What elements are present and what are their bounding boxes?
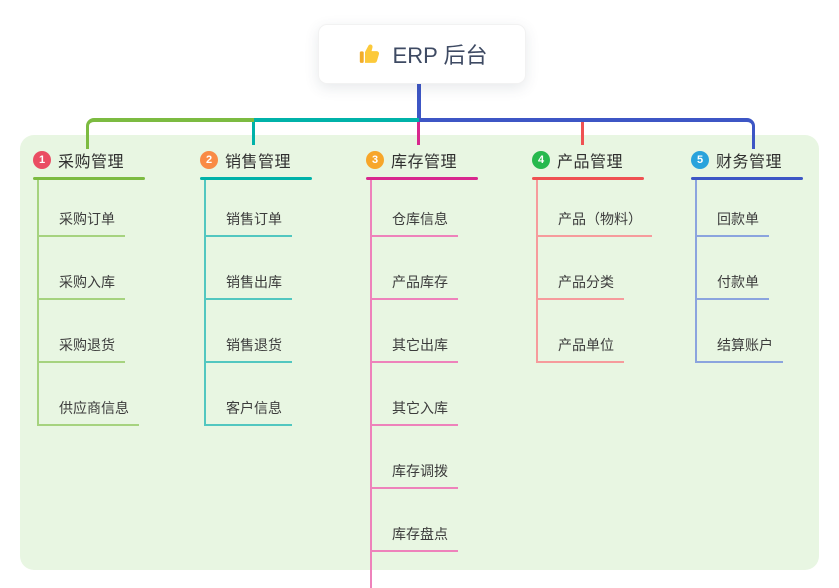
branch-node[interactable]: 1 采购管理 (33, 150, 193, 171)
branch-node[interactable]: 3 库存管理 (366, 150, 526, 171)
child-node[interactable]: 库存盘点 (372, 489, 458, 552)
thumbs-up-icon (357, 41, 383, 67)
child-node[interactable]: 其它入库 (372, 363, 458, 426)
branch-node[interactable]: 5 财务管理 (691, 150, 839, 171)
branch-children: 回款单付款单结算账户 (695, 180, 783, 363)
child-node[interactable]: 付款单 (697, 237, 769, 300)
child-node[interactable]: 库存调拨 (372, 426, 458, 489)
child-node[interactable]: 产品（物料） (538, 180, 652, 237)
child-node[interactable]: 产品分类 (538, 237, 624, 300)
branch-number-badge: 5 (691, 151, 709, 169)
child-node[interactable]: 销售退货 (206, 300, 292, 363)
branch-number-badge: 2 (200, 151, 218, 169)
root-connector-line (417, 82, 421, 122)
branch-underline (200, 177, 312, 180)
child-node[interactable]: 结算账户 (697, 300, 783, 363)
drop-line-sales (252, 122, 255, 145)
branch-product: 4 产品管理产品（物料）产品分类产品单位 (532, 150, 692, 363)
branch-title: 库存管理 (391, 154, 458, 171)
branch-inventory: 3 库存管理仓库信息产品库存其它出库其它入库库存调拨库存盘点出库库明细 (366, 150, 526, 588)
root-node[interactable]: ERP 后台 (318, 24, 526, 84)
drop-line-product (581, 122, 584, 145)
branch-node[interactable]: 2 销售管理 (200, 150, 360, 171)
child-node[interactable]: 产品库存 (372, 237, 458, 300)
branch-underline (532, 177, 644, 180)
branch-underline (33, 177, 145, 180)
branch-title: 销售管理 (225, 154, 292, 171)
child-node[interactable]: 仓库信息 (372, 180, 458, 237)
branch-purchase: 1 采购管理采购订单采购入库采购退货供应商信息 (33, 150, 193, 426)
branch-sales: 2 销售管理销售订单销售出库销售退货客户信息 (200, 150, 360, 426)
branch-node[interactable]: 4 产品管理 (532, 150, 692, 171)
branch-finance: 5 财务管理回款单付款单结算账户 (691, 150, 839, 363)
bus-segment-sales (254, 118, 419, 122)
child-node[interactable]: 供应商信息 (39, 363, 139, 426)
branch-children: 仓库信息产品库存其它出库其它入库库存调拨库存盘点出库库明细 (370, 180, 472, 588)
child-node[interactable]: 采购订单 (39, 180, 125, 237)
bus-segment-purchase (86, 118, 257, 149)
branch-underline (366, 177, 478, 180)
branch-number-badge: 1 (33, 151, 51, 169)
child-node[interactable]: 其它出库 (372, 300, 458, 363)
branch-underline (691, 177, 803, 180)
branch-number-badge: 4 (532, 151, 550, 169)
child-node[interactable]: 客户信息 (206, 363, 292, 426)
root-title: ERP 后台 (392, 43, 488, 68)
branch-children: 产品（物料）产品分类产品单位 (536, 180, 652, 363)
bus-segment-finance (419, 118, 755, 149)
branch-title: 财务管理 (716, 154, 783, 171)
child-node[interactable]: 出库库明细 (372, 552, 472, 588)
branch-children: 采购订单采购入库采购退货供应商信息 (37, 180, 139, 426)
branch-children: 销售订单销售出库销售退货客户信息 (204, 180, 292, 426)
branch-number-badge: 3 (366, 151, 384, 169)
branches-panel (20, 135, 819, 570)
drop-line-inventory (417, 122, 420, 145)
child-node[interactable]: 回款单 (697, 180, 769, 237)
branch-title: 产品管理 (557, 154, 624, 171)
child-node[interactable]: 产品单位 (538, 300, 624, 363)
child-node[interactable]: 采购入库 (39, 237, 125, 300)
branch-title: 采购管理 (58, 154, 125, 171)
child-node[interactable]: 销售出库 (206, 237, 292, 300)
child-node[interactable]: 采购退货 (39, 300, 125, 363)
child-node[interactable]: 销售订单 (206, 180, 292, 237)
